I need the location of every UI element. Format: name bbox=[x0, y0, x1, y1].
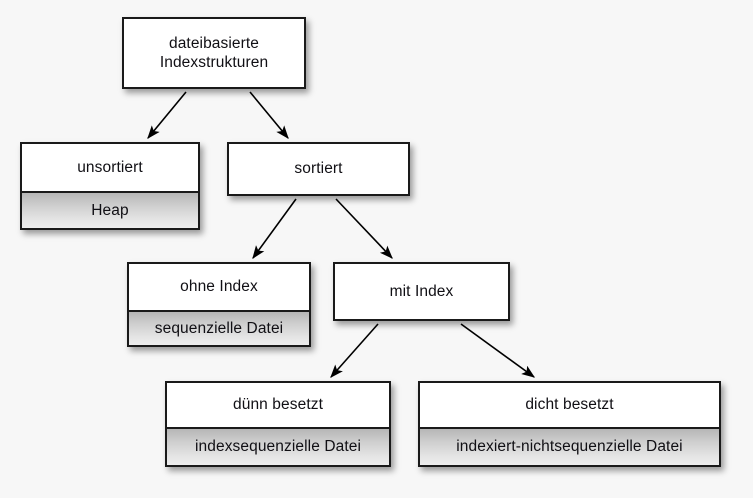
node-ohne-index-sublabel: sequenzielle Datei bbox=[129, 310, 309, 345]
node-dicht-besetzt-title: dicht besetzt bbox=[420, 383, 719, 427]
node-root-title-line2: Indexstrukturen bbox=[159, 54, 269, 71]
node-root[interactable]: dateibasierte Indexstrukturen bbox=[122, 17, 306, 89]
edge-sortiert-to-mit-index bbox=[335, 198, 393, 259]
node-duenn-besetzt[interactable]: dünn besetzt indexsequenzielle Datei bbox=[165, 381, 391, 467]
node-root-title-line1: dateibasierte bbox=[168, 34, 260, 52]
edge-root-to-sortiert bbox=[249, 91, 289, 139]
node-dicht-besetzt[interactable]: dicht besetzt indexiert-nichtsequenziell… bbox=[418, 381, 721, 467]
node-sortiert-title: sortiert bbox=[229, 144, 408, 194]
node-duenn-besetzt-title: dünn besetzt bbox=[167, 383, 389, 427]
node-dicht-besetzt-sublabel: indexiert-nichtsequenzielle Datei bbox=[420, 427, 719, 465]
node-mit-index-title: mit Index bbox=[335, 264, 508, 319]
edge-root-to-unsortiert bbox=[147, 91, 187, 139]
edge-mit-index-to-dicht-besetzt bbox=[460, 323, 536, 378]
node-unsortiert[interactable]: unsortiert Heap bbox=[20, 142, 200, 230]
edge-sortiert-to-ohne-index bbox=[252, 198, 297, 260]
edge-mit-index-to-duenn-besetzt bbox=[330, 323, 379, 378]
node-root-title: dateibasierte Indexstrukturen bbox=[124, 19, 304, 87]
node-unsortiert-sublabel: Heap bbox=[22, 191, 198, 228]
node-unsortiert-title: unsortiert bbox=[22, 144, 198, 191]
node-duenn-besetzt-sublabel: indexsequenzielle Datei bbox=[167, 427, 389, 465]
node-sortiert[interactable]: sortiert bbox=[227, 142, 410, 196]
node-mit-index[interactable]: mit Index bbox=[333, 262, 510, 321]
node-ohne-index[interactable]: ohne Index sequenzielle Datei bbox=[127, 262, 311, 347]
node-ohne-index-title: ohne Index bbox=[129, 264, 309, 310]
